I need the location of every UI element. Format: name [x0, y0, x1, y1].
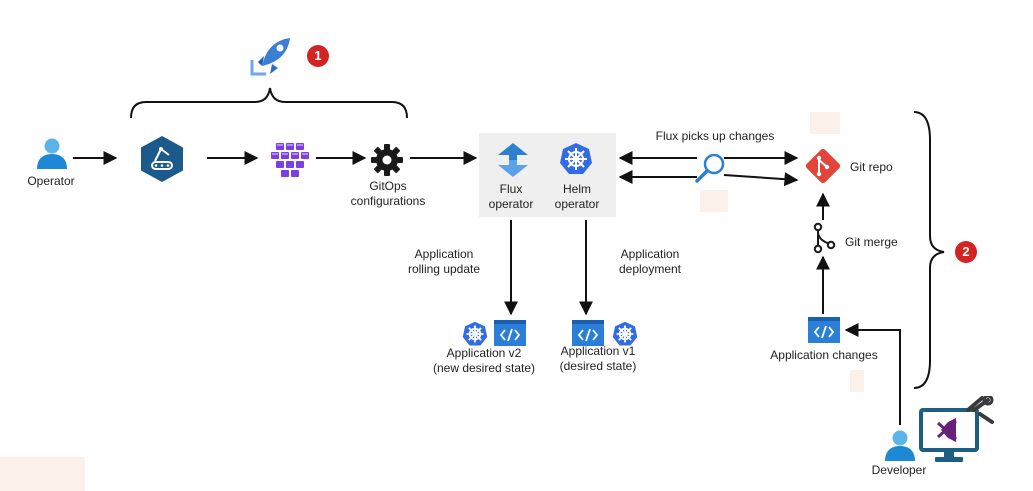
- operator-label: Operator: [27, 174, 75, 188]
- code-window-icon: [494, 320, 526, 346]
- flux-picks-label: Flux picks up changes: [655, 129, 775, 143]
- visual-studio-monitor-icon: [919, 396, 994, 462]
- gitops-label-line1: GitOps: [369, 179, 407, 193]
- azure-devops-pipeline-icon: [250, 38, 290, 76]
- magnifier-icon: [695, 153, 725, 183]
- arrow-to-gitrepo-bottom: [723, 172, 799, 187]
- app-v2-line2: (new desired state): [432, 361, 536, 375]
- app-changes-label: Application changes: [770, 348, 878, 362]
- deployment-line2: deployment: [618, 262, 682, 276]
- flux-label-line1: Flux: [499, 182, 523, 196]
- git-merge-icon: [813, 222, 836, 254]
- app-v1-line1: Application v1: [560, 344, 636, 358]
- gitops-label-line2: configurations: [350, 194, 426, 208]
- gear-icon: [371, 144, 403, 176]
- gitops-label: GitOps configurations: [340, 179, 436, 209]
- operators-panel: [479, 133, 616, 217]
- app-v2-line1: Application v2: [446, 346, 522, 360]
- code-window-icon: [572, 320, 604, 346]
- deployment-label: Application deployment: [610, 247, 690, 277]
- helm-label-line2: operator: [554, 197, 600, 211]
- flux-operator-label: Flux operator: [480, 182, 542, 212]
- right-brace: [913, 111, 945, 389]
- helm-operator-label: Helm operator: [544, 182, 610, 212]
- operator-person-icon: [37, 138, 67, 169]
- developer-label: Developer: [871, 463, 927, 477]
- developer-person-icon: [885, 430, 915, 461]
- git-repo-label: Git repo: [850, 160, 893, 174]
- flux-label-line2: operator: [488, 197, 534, 211]
- faint-block: [810, 112, 840, 134]
- app-v1-label: Application v1 (desired state): [550, 344, 646, 374]
- arrow-developer-changes: [844, 323, 901, 425]
- flux-icon: [498, 143, 528, 177]
- kubernetes-icon: [462, 321, 488, 346]
- git-merge-label: Git merge: [845, 235, 898, 249]
- kubernetes-icon: [612, 321, 638, 346]
- code-window-icon: [808, 317, 840, 343]
- rolling-update-label: Application rolling update: [400, 247, 488, 277]
- deployment-line1: Application: [620, 247, 680, 261]
- step-badge-2: 2: [955, 241, 977, 263]
- app-v2-label: Application v2 (new desired state): [430, 346, 538, 376]
- faint-block: [700, 190, 728, 212]
- git-repo-icon: [805, 148, 841, 184]
- deployment-pipeline-icon: [141, 136, 183, 182]
- faint-block: [0, 457, 85, 491]
- rolling-line1: Application: [414, 247, 474, 261]
- faint-block: [850, 370, 864, 392]
- rolling-line2: rolling update: [407, 262, 481, 276]
- app-v1-line2: (desired state): [559, 359, 637, 373]
- step-badge-1: 1: [307, 45, 329, 67]
- top-brace: [130, 87, 408, 119]
- helm-kubernetes-icon: [560, 143, 592, 174]
- helm-label-line1: Helm: [562, 182, 591, 196]
- container-cluster-icon: [271, 143, 309, 177]
